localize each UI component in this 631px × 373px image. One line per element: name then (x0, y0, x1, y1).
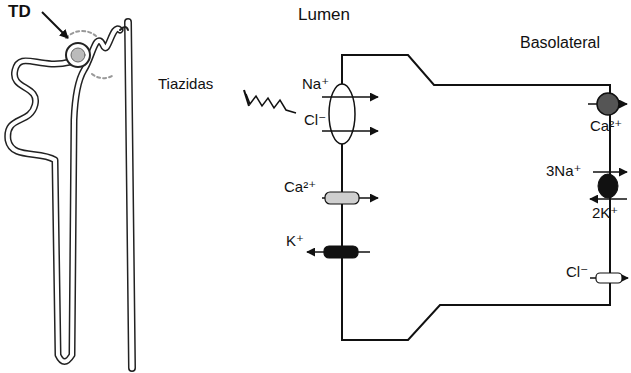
nephron-drawing (8, 22, 132, 368)
ion-label: K⁺ (286, 233, 304, 250)
channel-symbol (596, 273, 622, 283)
channel-symbol (324, 246, 358, 258)
cotransporter-symbol (329, 84, 355, 144)
channel-symbol (325, 192, 359, 204)
region-label: Basolateral (520, 34, 600, 52)
ion-label: 3Na⁺ (546, 163, 581, 180)
ion-label: 2K⁺ (592, 205, 618, 222)
flux-arrow (593, 171, 627, 173)
pump-symbol (598, 174, 618, 198)
pointer-arrow (42, 12, 68, 38)
region-label: Lumen (298, 6, 350, 25)
inhibition-symbol (246, 94, 296, 113)
pump-symbol (597, 93, 619, 115)
flux-arrow (322, 96, 378, 98)
ion-label: Na⁺ (302, 76, 329, 93)
ion-label: Ca²⁺ (284, 179, 316, 196)
ion-label: Ca²⁺ (590, 118, 622, 135)
cell-outline (342, 55, 610, 340)
inhibition-bar (244, 90, 249, 106)
drug-label: Tiazidas (158, 76, 213, 93)
structure-label: TD (8, 3, 31, 22)
ion-label: Cl⁻ (304, 112, 326, 129)
ion-label: Cl⁻ (566, 264, 588, 281)
flux-arrow (322, 130, 378, 132)
